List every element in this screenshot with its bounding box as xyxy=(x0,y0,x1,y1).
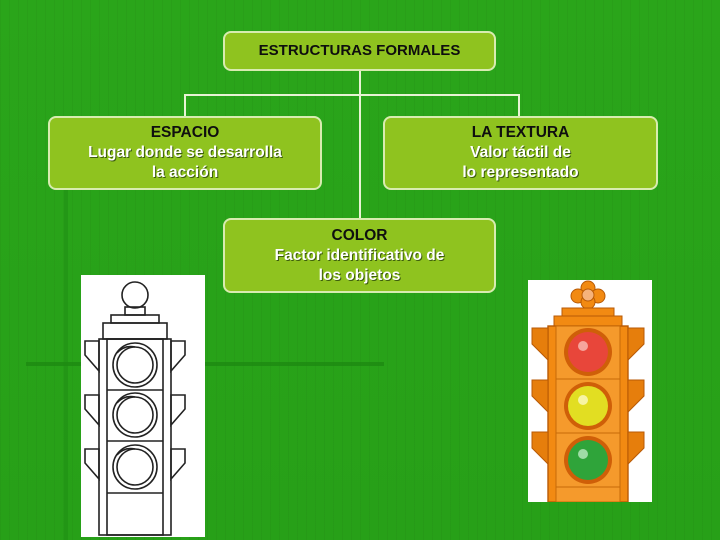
node-textura-title: LA TEXTURA xyxy=(471,124,570,141)
node-color-title: COLOR xyxy=(331,226,388,244)
node-textura-line-2: lo representado xyxy=(462,164,579,181)
node-espacio: ESPACIO Lugar donde se desarrolla la acc… xyxy=(48,116,322,190)
root-node: ESTRUCTURAS FORMALES xyxy=(223,31,496,71)
node-textura-line-1: Valor táctil de xyxy=(470,144,571,161)
node-espacio-title: ESPACIO xyxy=(150,124,220,141)
traffic-light-outline-image xyxy=(81,275,205,537)
node-textura: LA TEXTURA Valor táctil de lo representa… xyxy=(383,116,658,190)
connector-horizontal xyxy=(184,94,520,96)
node-color: COLOR Factor identificativo de los objet… xyxy=(223,218,496,293)
connector-left-drop xyxy=(184,94,186,116)
node-color-line-1: Factor identificativo de xyxy=(274,246,445,264)
connector-right-drop xyxy=(518,94,520,116)
node-color-line-2: los objetos xyxy=(318,266,401,284)
node-espacio-line-2: la acción xyxy=(151,164,219,181)
traffic-light-color-icon xyxy=(531,280,645,503)
decorative-bar-horizontal xyxy=(26,362,384,366)
node-espacio-line-1: Lugar donde se desarrolla xyxy=(88,144,282,161)
connector-root-stem xyxy=(359,71,361,218)
traffic-light-outline-icon xyxy=(84,281,186,536)
traffic-light-color-image xyxy=(528,280,652,503)
root-node-label: ESTRUCTURAS FORMALES xyxy=(258,42,461,59)
